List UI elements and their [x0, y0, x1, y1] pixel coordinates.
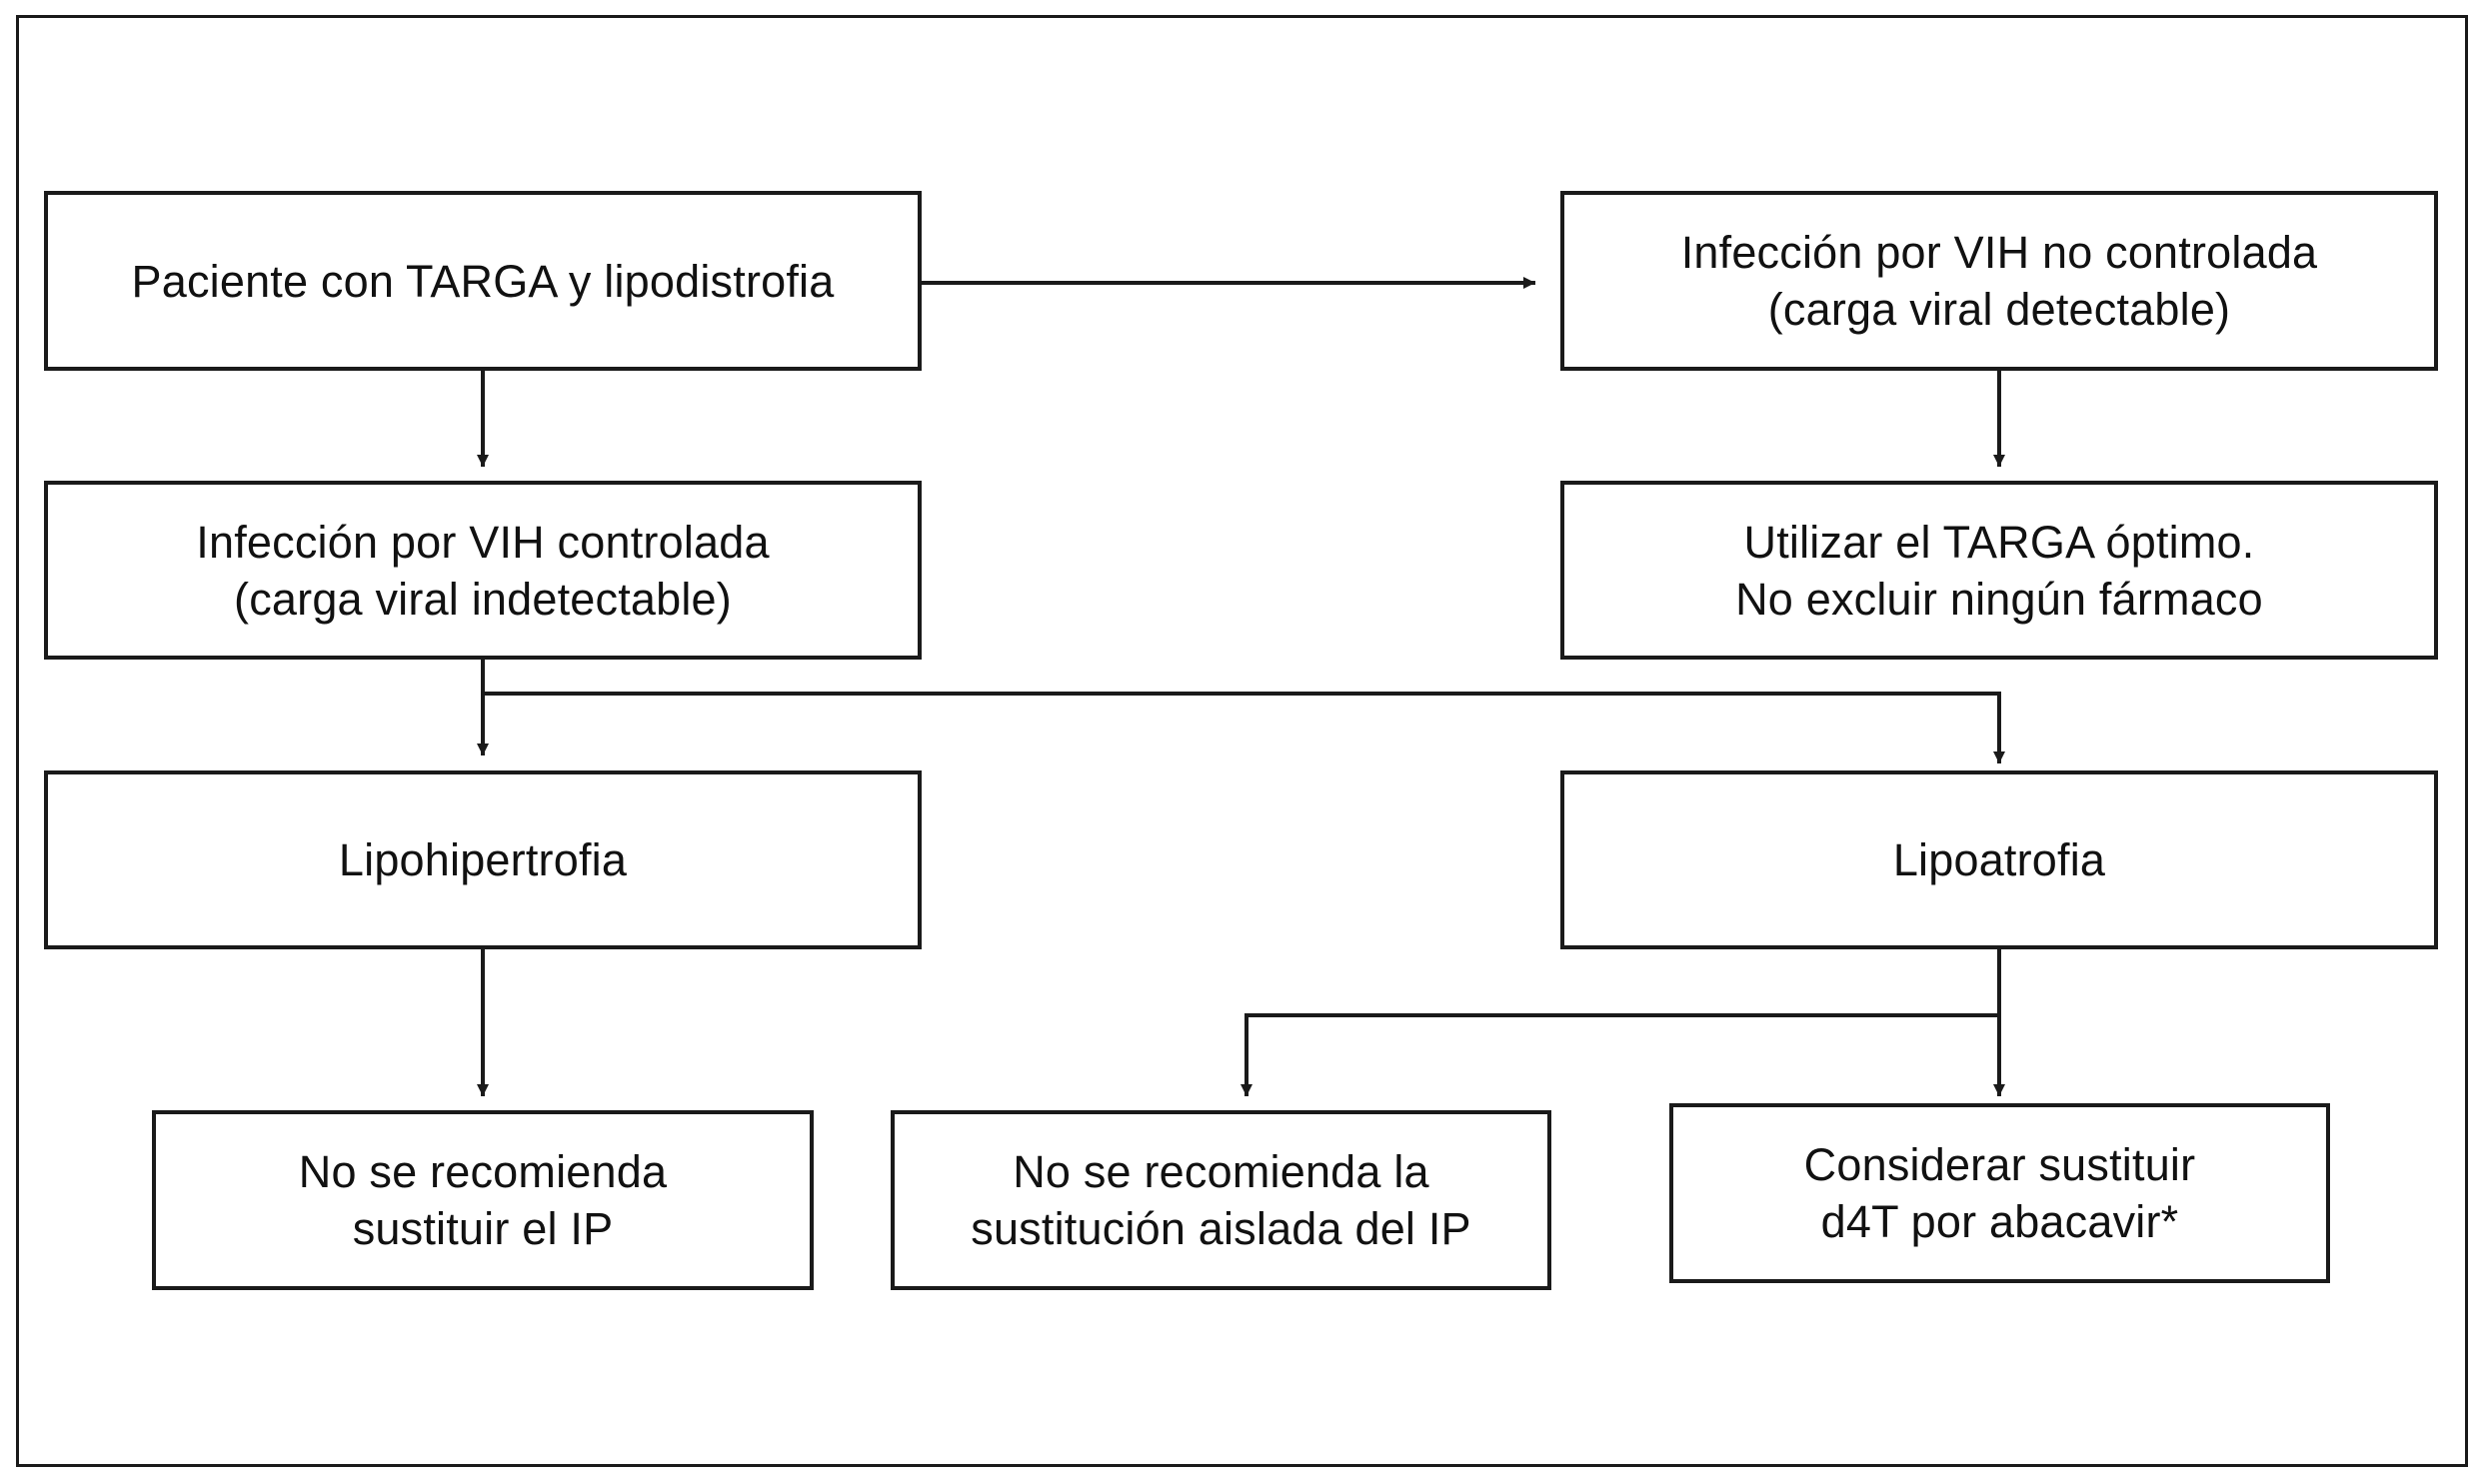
- box-text-line: Lipohipertrofia: [338, 834, 628, 885]
- box-text-line: Considerar sustituir: [1803, 1139, 2196, 1190]
- box-infeccion-controlada: Infección por VIH controlada (carga vira…: [44, 481, 922, 660]
- box-infeccion-no-controlada: Infección por VIH no controlada (carga v…: [1560, 191, 2438, 371]
- arrow-controlled-to-lipoatrofia: [483, 692, 2005, 763]
- box-text-line: Utilizar el TARGA óptimo.: [1743, 516, 2255, 568]
- box-text-line: Infección por VIH controlada: [196, 516, 770, 568]
- arrow-lipoatrofia-to-no-sustitucion: [1241, 1013, 1999, 1096]
- box-utilizar-targa-optimo: Utilizar el TARGA óptimo. No excluir nin…: [1560, 481, 2438, 660]
- box-lipohipertrofia: Lipohipertrofia: [44, 770, 922, 949]
- box-text-line: No se recomienda: [298, 1146, 668, 1197]
- box-text-line: Paciente con TARGA y lipodistrofia: [131, 255, 835, 307]
- box-text-line: No excluir ningún fármaco: [1735, 573, 2263, 625]
- diagram-frame: [16, 15, 2468, 1467]
- box-lipoatrofia: Lipoatrofia: [1560, 770, 2438, 949]
- box-text-line: (carga viral indetectable): [234, 573, 732, 625]
- box-text-line: d4T por abacavir*: [1820, 1196, 2179, 1247]
- box-text-line: sustitución aislada del IP: [971, 1203, 1471, 1254]
- box-text-line: Infección por VIH no controlada: [1680, 227, 2318, 278]
- box-no-recomienda-sustitucion-aislada: No se recomienda la sustitución aislada …: [891, 1110, 1551, 1290]
- box-text-line: No se recomienda la: [1013, 1146, 1429, 1197]
- box-text-line: Lipoatrofia: [1892, 834, 2106, 885]
- box-paciente-targa-lipodistrofia: Paciente con TARGA y lipodistrofia: [44, 191, 922, 371]
- box-text-line: (carga viral detectable): [1767, 284, 2231, 335]
- box-considerar-sustituir-d4t: Considerar sustituir d4T por abacavir*: [1669, 1103, 2330, 1283]
- box-no-recomienda-sustituir-ip: No se recomienda sustituir el IP: [152, 1110, 814, 1290]
- box-text-line: sustituir el IP: [352, 1203, 614, 1254]
